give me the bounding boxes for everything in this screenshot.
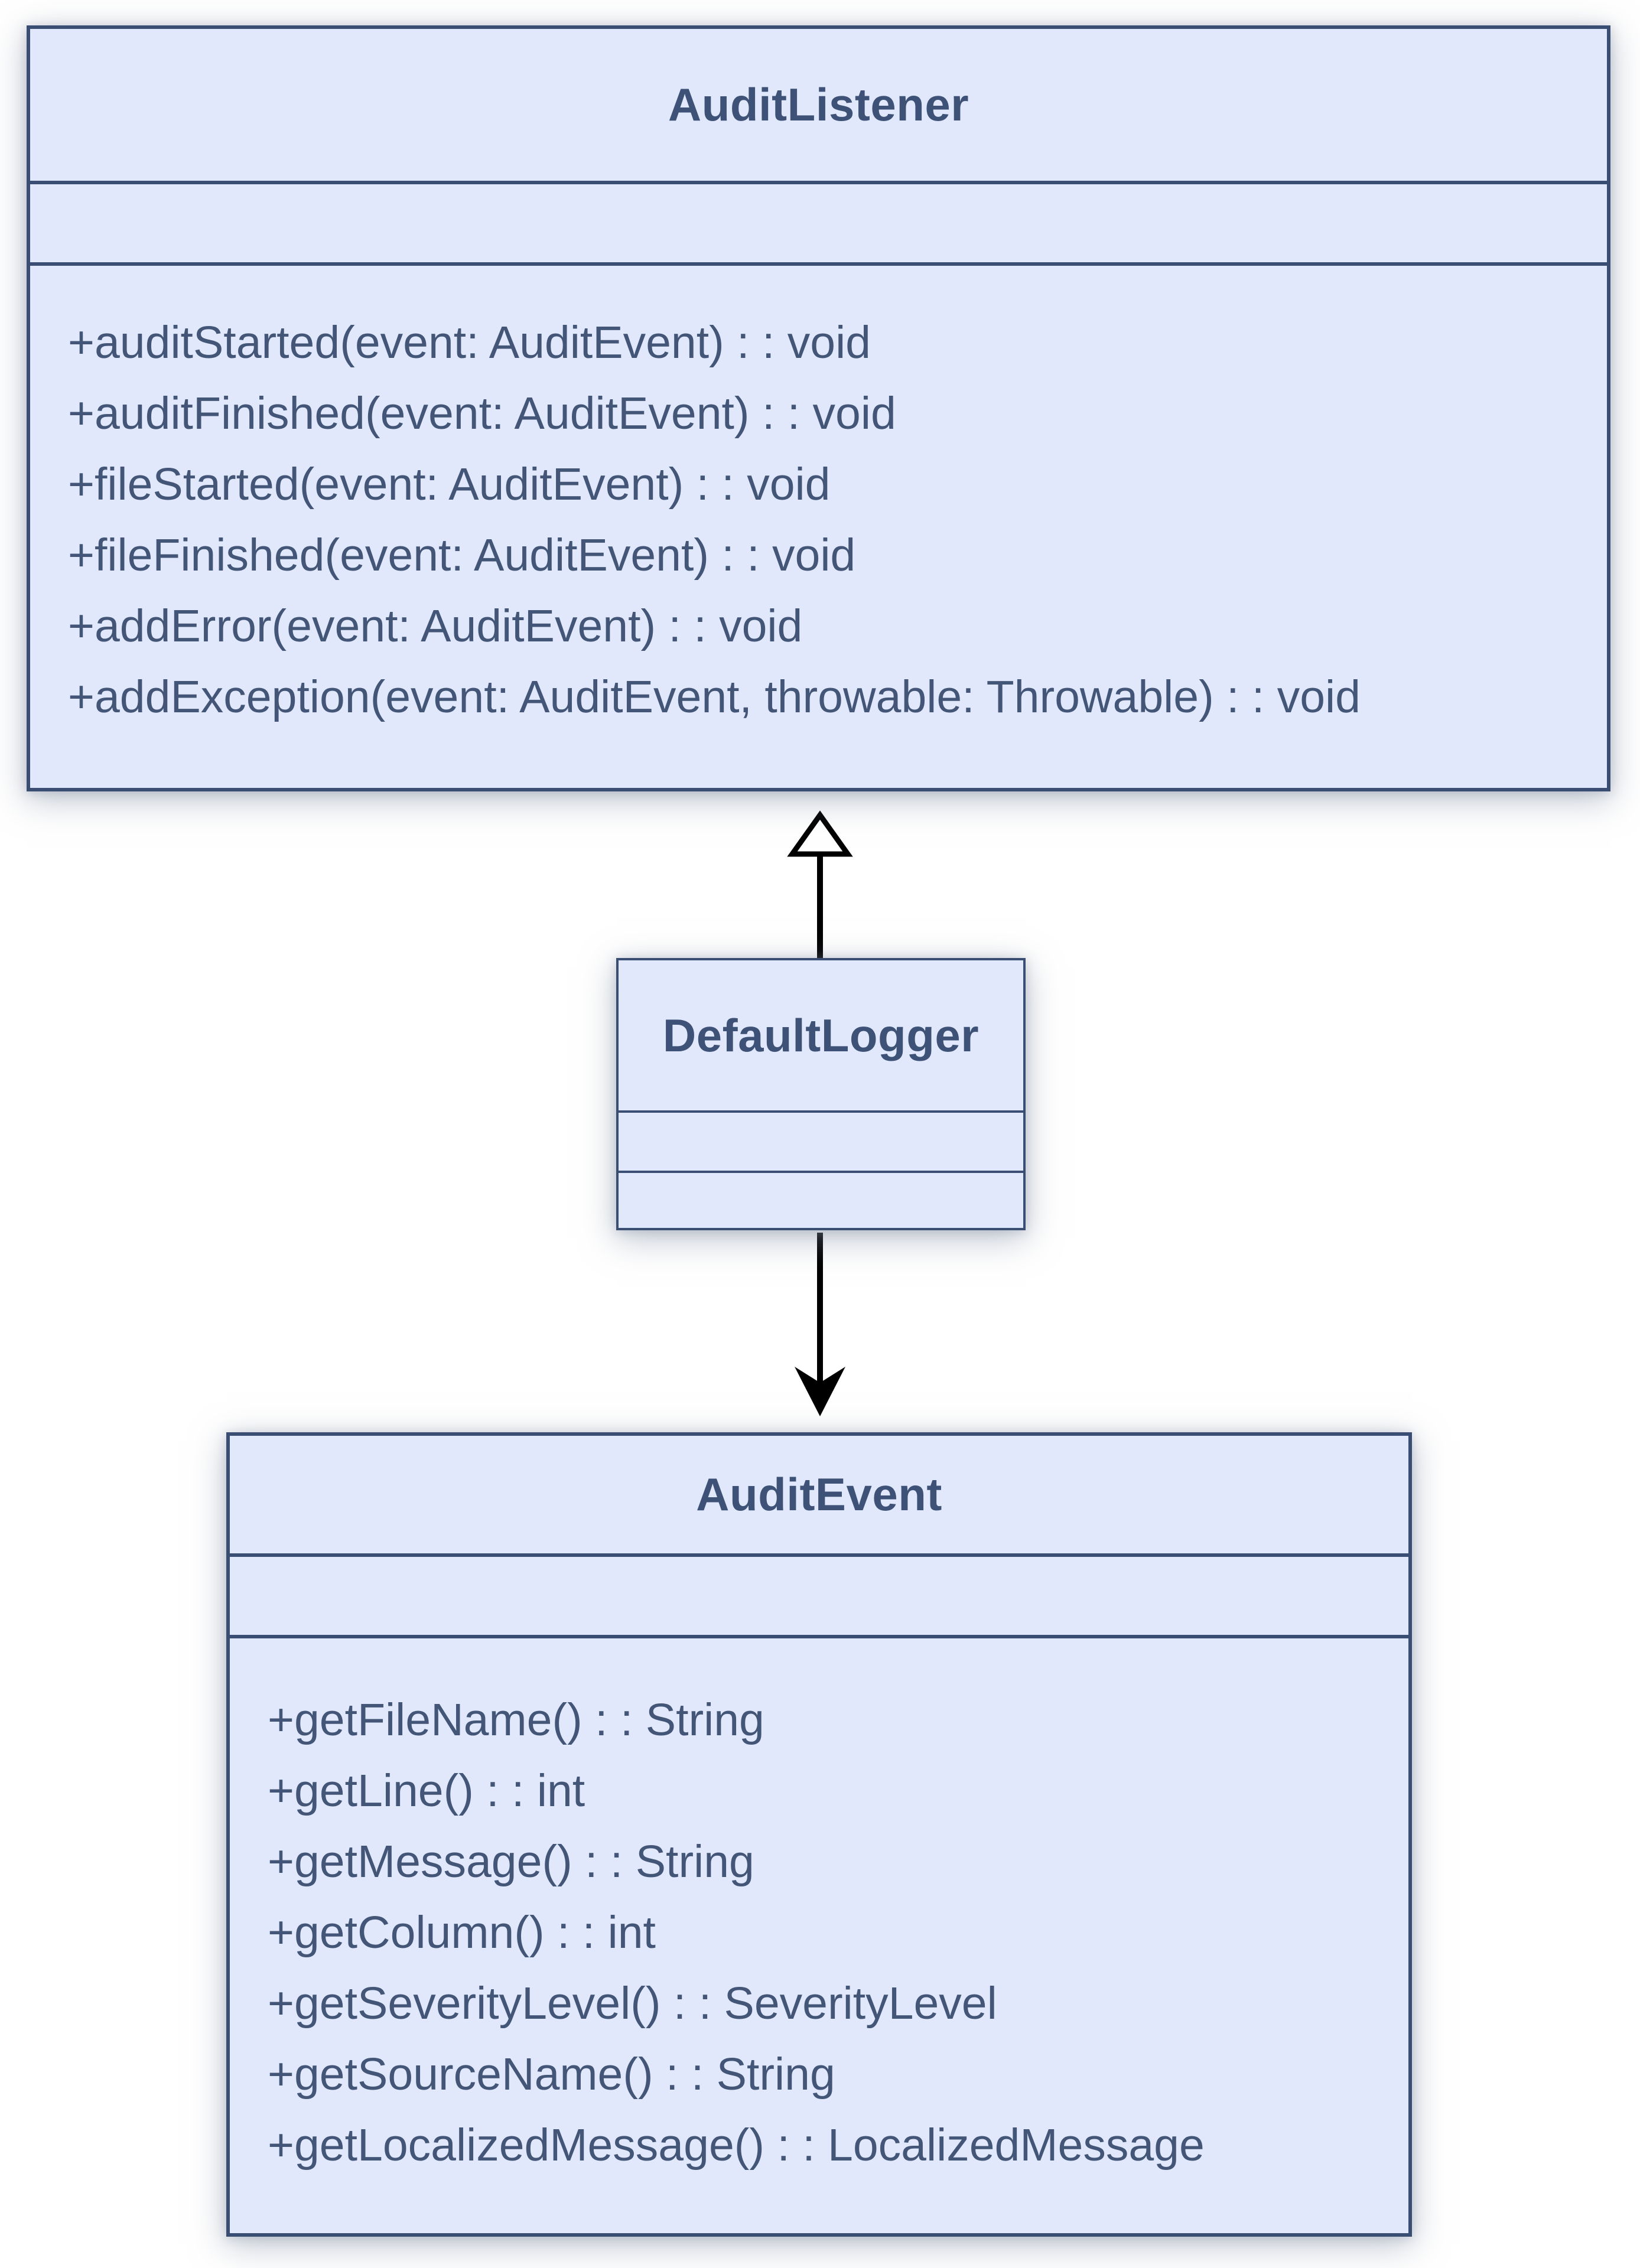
method-row: +addException(event: AuditEvent, throwab… xyxy=(68,672,1361,722)
method-row: +getSeverityLevel() : : SeverityLevel xyxy=(268,1978,997,2029)
method-row: +getFileName() : : String xyxy=(268,1695,764,1745)
open-dart-arrowhead-icon xyxy=(795,1367,845,1416)
method-row: +getLine() : : int xyxy=(268,1765,585,1816)
method-row: +getColumn() : : int xyxy=(268,1907,656,1958)
hollow-triangle-arrowhead-icon xyxy=(787,810,853,857)
attributes-compartment xyxy=(230,1553,1408,1635)
class-box-auditevent: AuditEvent +getFileName() : : String +ge… xyxy=(226,1432,1412,2237)
method-row: +getSourceName() : : String xyxy=(268,2049,835,2100)
method-row: +addError(event: AuditEvent) : : void xyxy=(68,601,803,651)
method-row: +getLocalizedMessage() : : LocalizedMess… xyxy=(268,2120,1205,2171)
class-title: DefaultLogger xyxy=(662,1009,980,1061)
method-row: +auditStarted(event: AuditEvent) : : voi… xyxy=(68,317,871,368)
method-row: +auditFinished(event: AuditEvent) : : vo… xyxy=(68,388,896,439)
methods-compartment xyxy=(619,1171,1023,1228)
class-box-defaultlogger: DefaultLogger xyxy=(616,958,1026,1230)
class-box-auditlistener: AuditListener +auditStarted(event: Audit… xyxy=(27,25,1610,791)
method-row: +fileStarted(event: AuditEvent) : : void xyxy=(68,459,831,510)
class-title: AuditListener xyxy=(668,79,969,131)
generalization-arrow xyxy=(787,810,853,959)
methods-compartment: +getFileName() : : String +getLine() : :… xyxy=(230,1635,1408,2233)
attributes-compartment xyxy=(619,1110,1023,1171)
method-row: +fileFinished(event: AuditEvent) : : voi… xyxy=(68,530,856,581)
association-arrow xyxy=(795,1233,845,1416)
method-row: +getMessage() : : String xyxy=(268,1836,754,1887)
methods-compartment: +auditStarted(event: AuditEvent) : : voi… xyxy=(30,262,1607,788)
class-title: AuditEvent xyxy=(696,1468,942,1520)
attributes-compartment xyxy=(30,181,1607,262)
